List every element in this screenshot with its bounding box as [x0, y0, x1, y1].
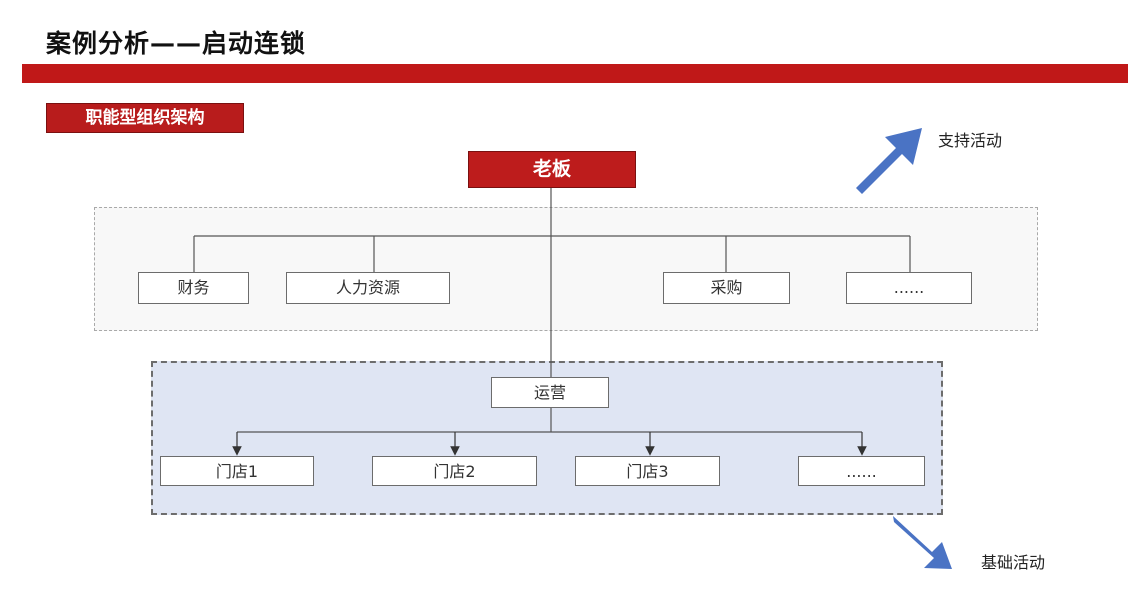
- purchasing-node: 采购: [663, 272, 790, 304]
- operations-node: 运营: [491, 377, 609, 408]
- support-activities-zone: [94, 207, 1038, 331]
- support-more-node: ......: [846, 272, 972, 304]
- section-tag: 职能型组织架构: [46, 103, 244, 133]
- base-activity-arrow-icon: [893, 516, 952, 569]
- boss-node: 老板: [468, 151, 636, 188]
- support-activity-arrow-icon: [856, 128, 922, 194]
- store-more-node: ......: [798, 456, 925, 486]
- header-divider-bar: [22, 64, 1128, 83]
- base-activity-label: 基础活动: [981, 553, 1046, 572]
- store-2-node: 门店2: [372, 456, 537, 486]
- finance-node: 财务: [138, 272, 249, 304]
- page-title: 案例分析——启动连锁: [46, 29, 307, 58]
- store-1-node: 门店1: [160, 456, 314, 486]
- hr-node: 人力资源: [286, 272, 450, 304]
- store-3-node: 门店3: [575, 456, 720, 486]
- support-activity-label: 支持活动: [938, 131, 1003, 150]
